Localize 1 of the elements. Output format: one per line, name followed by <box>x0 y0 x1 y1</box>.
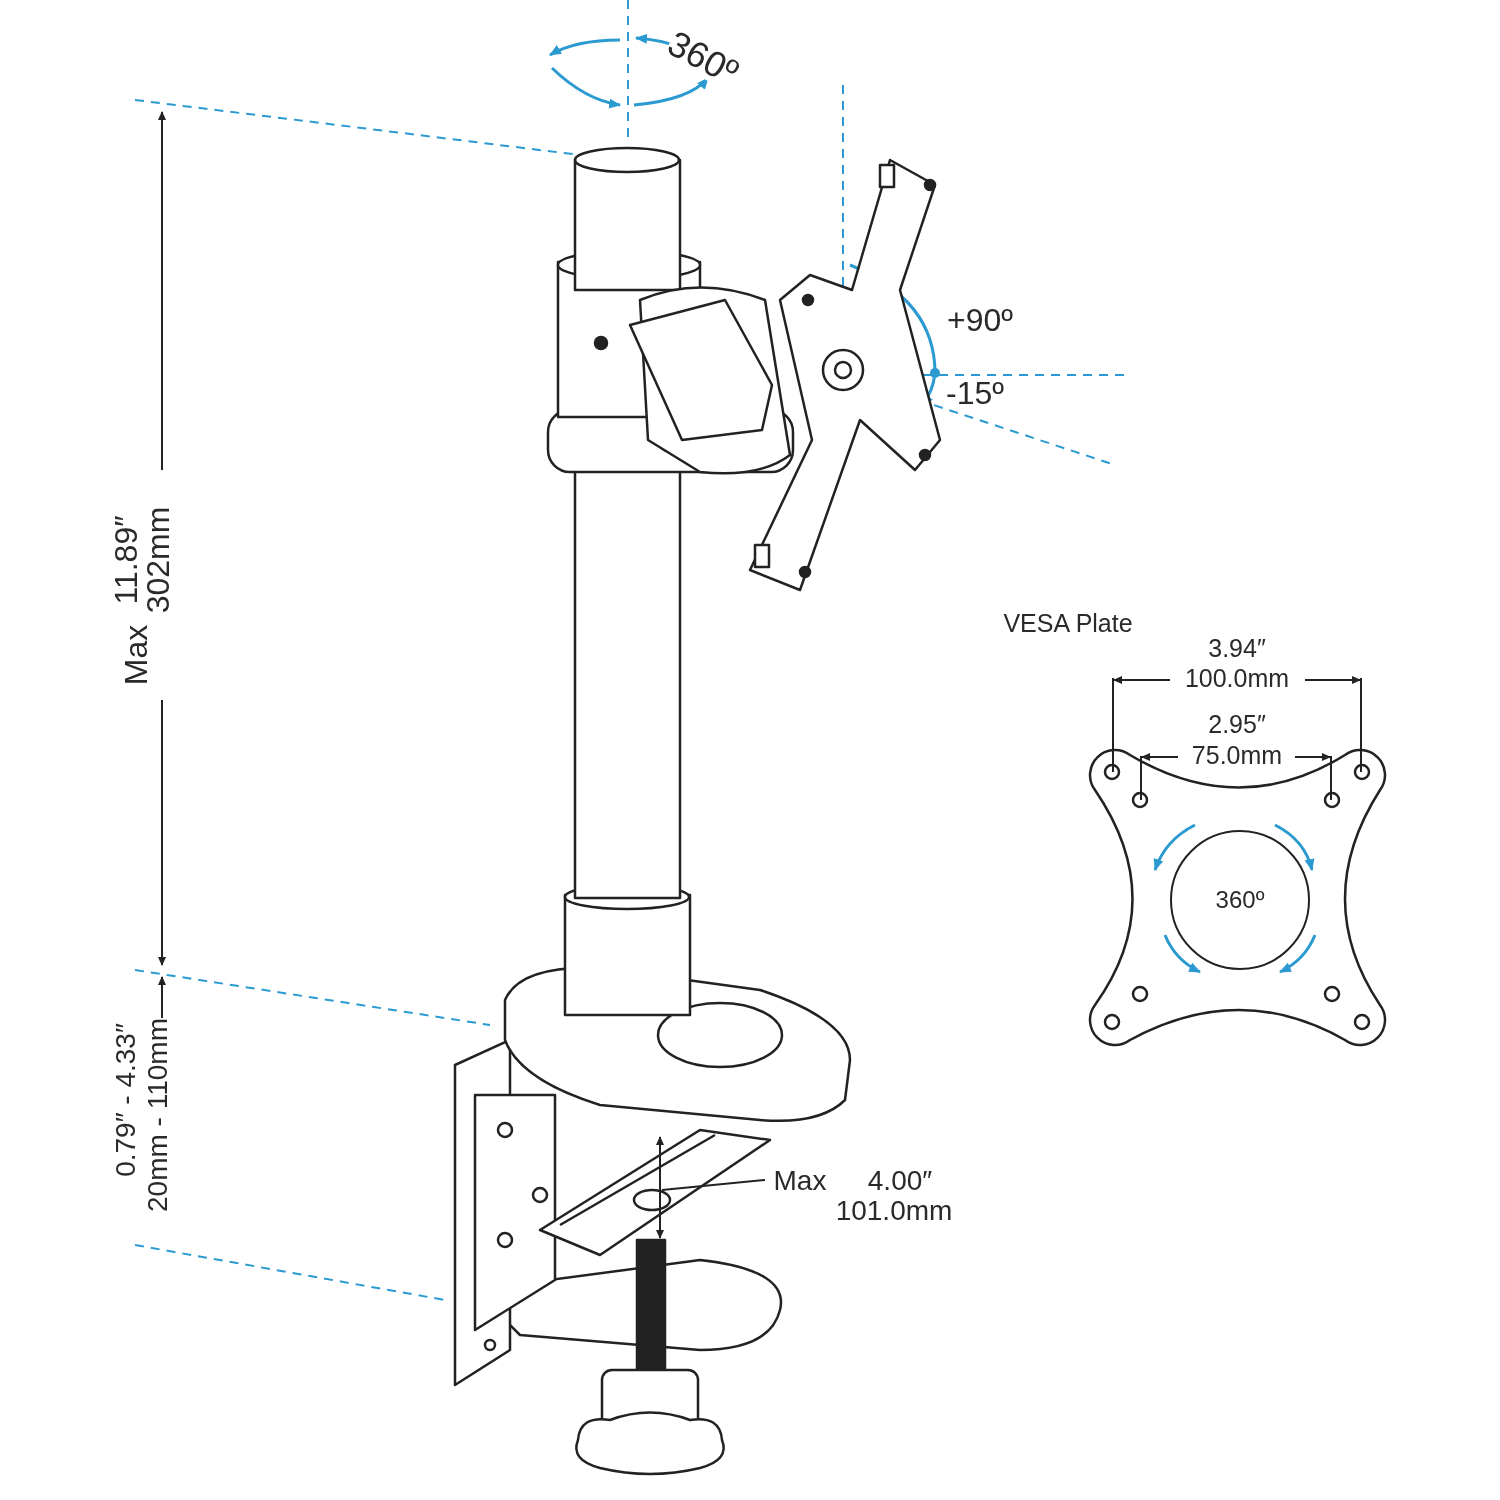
angle-label: 360º <box>1215 888 1265 912</box>
